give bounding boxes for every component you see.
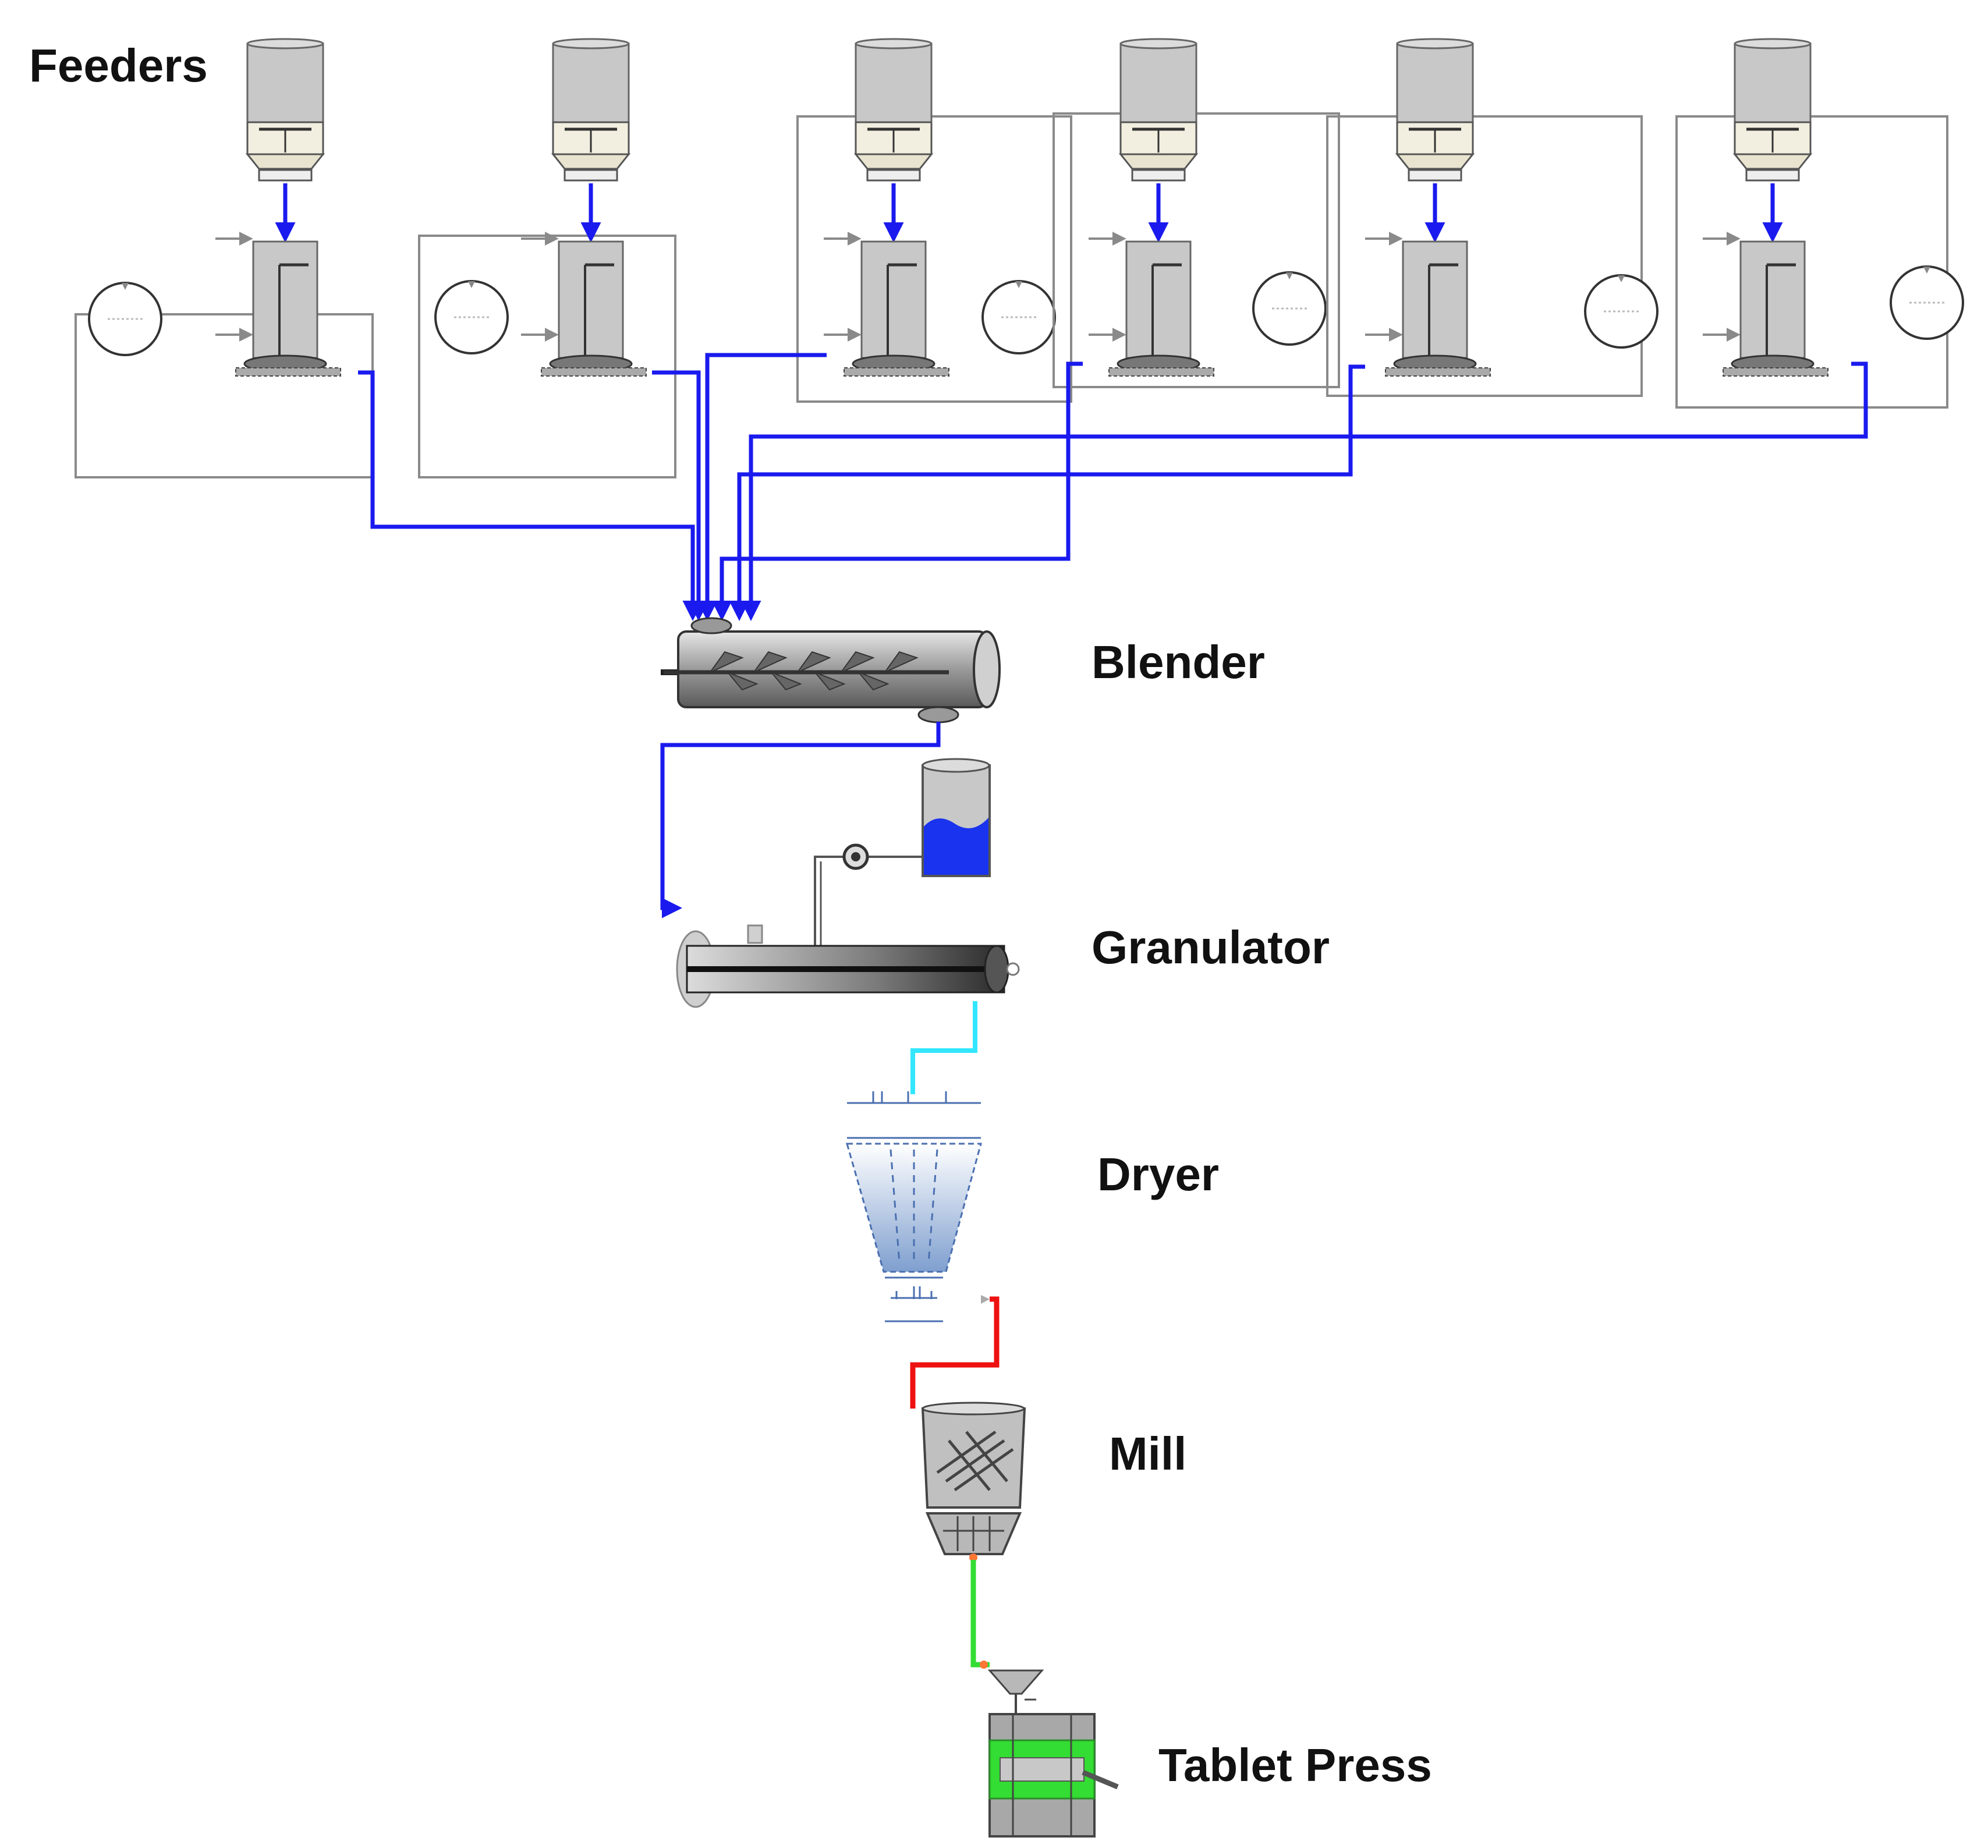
feeder-1-to-blender-line xyxy=(358,370,703,621)
feeder-5 xyxy=(1326,38,1659,397)
feeder-3-hopper xyxy=(855,42,933,123)
tablet-press-label: Tablet Press xyxy=(1158,1739,1432,1791)
feeder-3-to-blender-line xyxy=(697,353,827,621)
feeder-4-controller-icon xyxy=(1252,271,1327,346)
feeder-4-body xyxy=(1125,240,1192,359)
mill xyxy=(921,1402,1026,1562)
feeder-4-to-blender-line xyxy=(711,361,1083,621)
feeder-3 xyxy=(796,38,1072,403)
feeder-6 xyxy=(1675,38,1964,409)
feeder-5-signal-loop xyxy=(1326,115,1643,397)
feeder-3-body xyxy=(860,240,927,359)
feeder-2-hopper xyxy=(552,42,630,123)
liquid-feed-line xyxy=(814,856,923,955)
feeders-label: Feeders xyxy=(29,40,208,91)
feeder-5-hopper xyxy=(1396,42,1474,123)
blender-label: Blender xyxy=(1092,636,1265,688)
mill-rotor xyxy=(936,1430,1014,1492)
feeder-6-to-blender-line xyxy=(740,361,1868,621)
feeder-2-body xyxy=(558,240,624,359)
liquid-pump xyxy=(842,843,869,870)
blender xyxy=(661,617,1001,723)
feeder-1-body xyxy=(252,240,318,359)
granulator xyxy=(676,924,1020,1008)
mill-label: Mill xyxy=(1109,1428,1186,1480)
feeder-4 xyxy=(1053,38,1340,388)
blender-to-granulator-line xyxy=(660,722,941,918)
feeder-3-signal-loop xyxy=(796,115,1072,403)
dryer xyxy=(846,1091,990,1322)
feeder-to-blender-lines xyxy=(358,353,1868,621)
feeder-2 xyxy=(418,38,676,478)
feeder-2-controller-icon xyxy=(434,280,509,354)
feeder-6-body xyxy=(1739,240,1806,359)
feeder-3-controller-icon xyxy=(981,280,1056,354)
feeder-1-controller-icon xyxy=(88,282,162,356)
feeders-group xyxy=(75,38,1964,478)
tablet-press xyxy=(987,1669,1119,1838)
feeder-2-to-blender-line xyxy=(652,370,709,621)
feeder-6-controller-icon xyxy=(1890,265,1964,340)
feeder-1-hopper xyxy=(246,42,324,123)
dryer-label: Dryer xyxy=(1097,1148,1219,1200)
granulator-to-dryer-line xyxy=(910,1001,977,1094)
feeder-5-body xyxy=(1402,240,1468,359)
mill-to-tablet-press-line xyxy=(970,1560,990,1668)
feeder-2-signal-loop xyxy=(418,235,676,478)
liquid-tank xyxy=(922,758,991,877)
blender-blades xyxy=(708,651,919,691)
feeder-5-to-blender-line xyxy=(729,364,1365,621)
dryer-to-mill-line xyxy=(910,1296,1000,1409)
feeder-6-signal-loop xyxy=(1675,115,1948,409)
feeder-5-controller-icon xyxy=(1584,274,1659,349)
feeder-6-hopper xyxy=(1734,42,1812,123)
dryer-nozzles xyxy=(890,1149,938,1264)
feeder-4-hopper xyxy=(1119,42,1197,123)
granulator-label: Granulator xyxy=(1092,921,1330,973)
feeder-1 xyxy=(75,38,374,478)
